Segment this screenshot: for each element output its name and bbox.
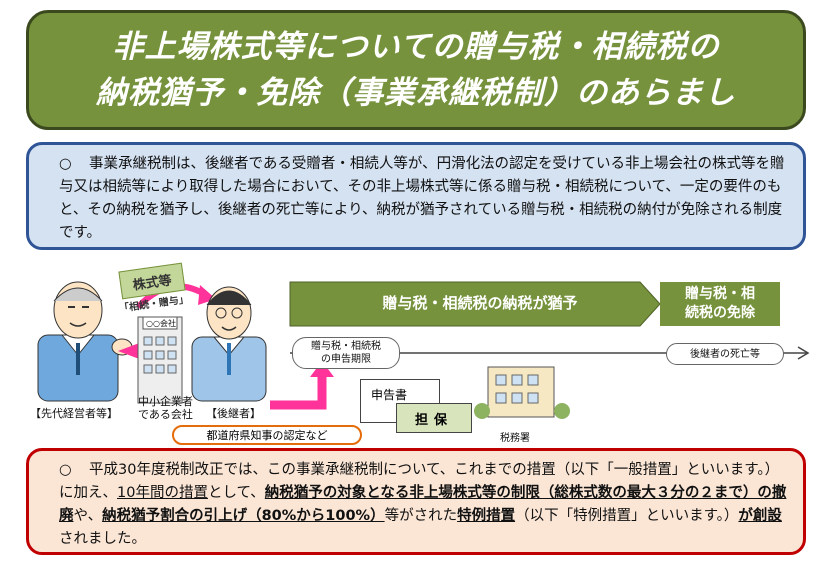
reform-box: ○平成30年度税制改正では、この事業承継税制について、これまでの措置（以下「一般… [26,448,806,555]
collateral-document: 担保 [396,403,472,433]
reform-underline-2: 納税猶予の対象となる非上場株式等の制限（総株式数の最大３分の２まで）の撤廃 [59,485,787,524]
title-line-1: 非上場株式等についての贈与税・相続税の [112,29,720,65]
tax-office-building [474,366,570,419]
exemption-box: 贈与税・相 続税の免除 [660,282,780,326]
successor-illustration [191,286,267,402]
predecessor-label: 【先代経営者等】 [30,407,118,420]
tax-return-label: 申告書 [371,388,408,402]
filing-deadline-line-1: 贈与税・相続税 [311,341,381,352]
company-building [137,316,183,404]
deferral-arrow [289,281,661,327]
company-label-line-2: である会社 [138,408,193,421]
filing-deadline-line-2: の申告期限 [321,354,371,365]
company-label: 中小企業者 である会社 [138,395,193,421]
approval-label: 都道府県知事の認定など [172,425,362,445]
reform-text-4: 等がされた [384,508,458,524]
successor-label: 【後継者】 [206,407,261,420]
diagram: 株式等 「相続・贈与」 ○○会社 【先代経営者等】 中小企業者 である会社 【後… [0,255,834,445]
reform-underline-4: 特例措置 [457,508,516,524]
successor-death-label: 後継者の死亡等 [666,343,784,365]
filing-arrow [270,373,327,410]
exemption-line-2: 続税の免除 [685,305,755,321]
reform-text-1: 平成30年度税制改正では、この事業承継税制について、これまでの措置（以下「一般措… [59,462,780,501]
reform-text-6: されました。 [59,531,146,547]
diagram-graphics [37,281,810,419]
reform-text-3: や、 [73,508,103,524]
tax-office-label: 税務署 [500,433,530,444]
reform-underline-5: が創設 [738,508,782,524]
company-sign: ○○会社 [146,319,176,328]
exemption-line-1: 贈与税・相 [685,286,755,302]
reform-text-5: （以下「特例措置」といいます。） [515,508,739,524]
reform-bullet: ○ [59,462,72,478]
title-banner: 非上場株式等についての贈与税・相続税の 納税猶予・免除（事業承継税制）のあらまし [26,10,806,130]
company-label-line-1: 中小企業者 [138,395,193,408]
filing-deadline-label: 贈与税・相続税 の申告期限 [292,337,400,369]
deferral-label: 贈与税・相続税の納税が猶予 [382,293,578,312]
reform-text-2: として、 [207,485,265,501]
summary-text: 事業承継税制は、後継者である受贈者・相続人等が、円滑化法の認定を受けている非上場… [59,156,785,241]
reform-underline-3: 納税猶予割合の引上げ（80%から100%） [102,508,385,524]
predecessor-illustration [37,281,133,402]
title-line-2: 納税猶予・免除（事業承継税制）のあらまし [96,75,736,111]
summary-box: ○事業承継税制は、後継者である受贈者・相続人等が、円滑化法の認定を受けている非上… [26,142,806,250]
summary-bullet: ○ [59,156,72,172]
reform-underline-1: 10年間の措置 [117,485,208,501]
